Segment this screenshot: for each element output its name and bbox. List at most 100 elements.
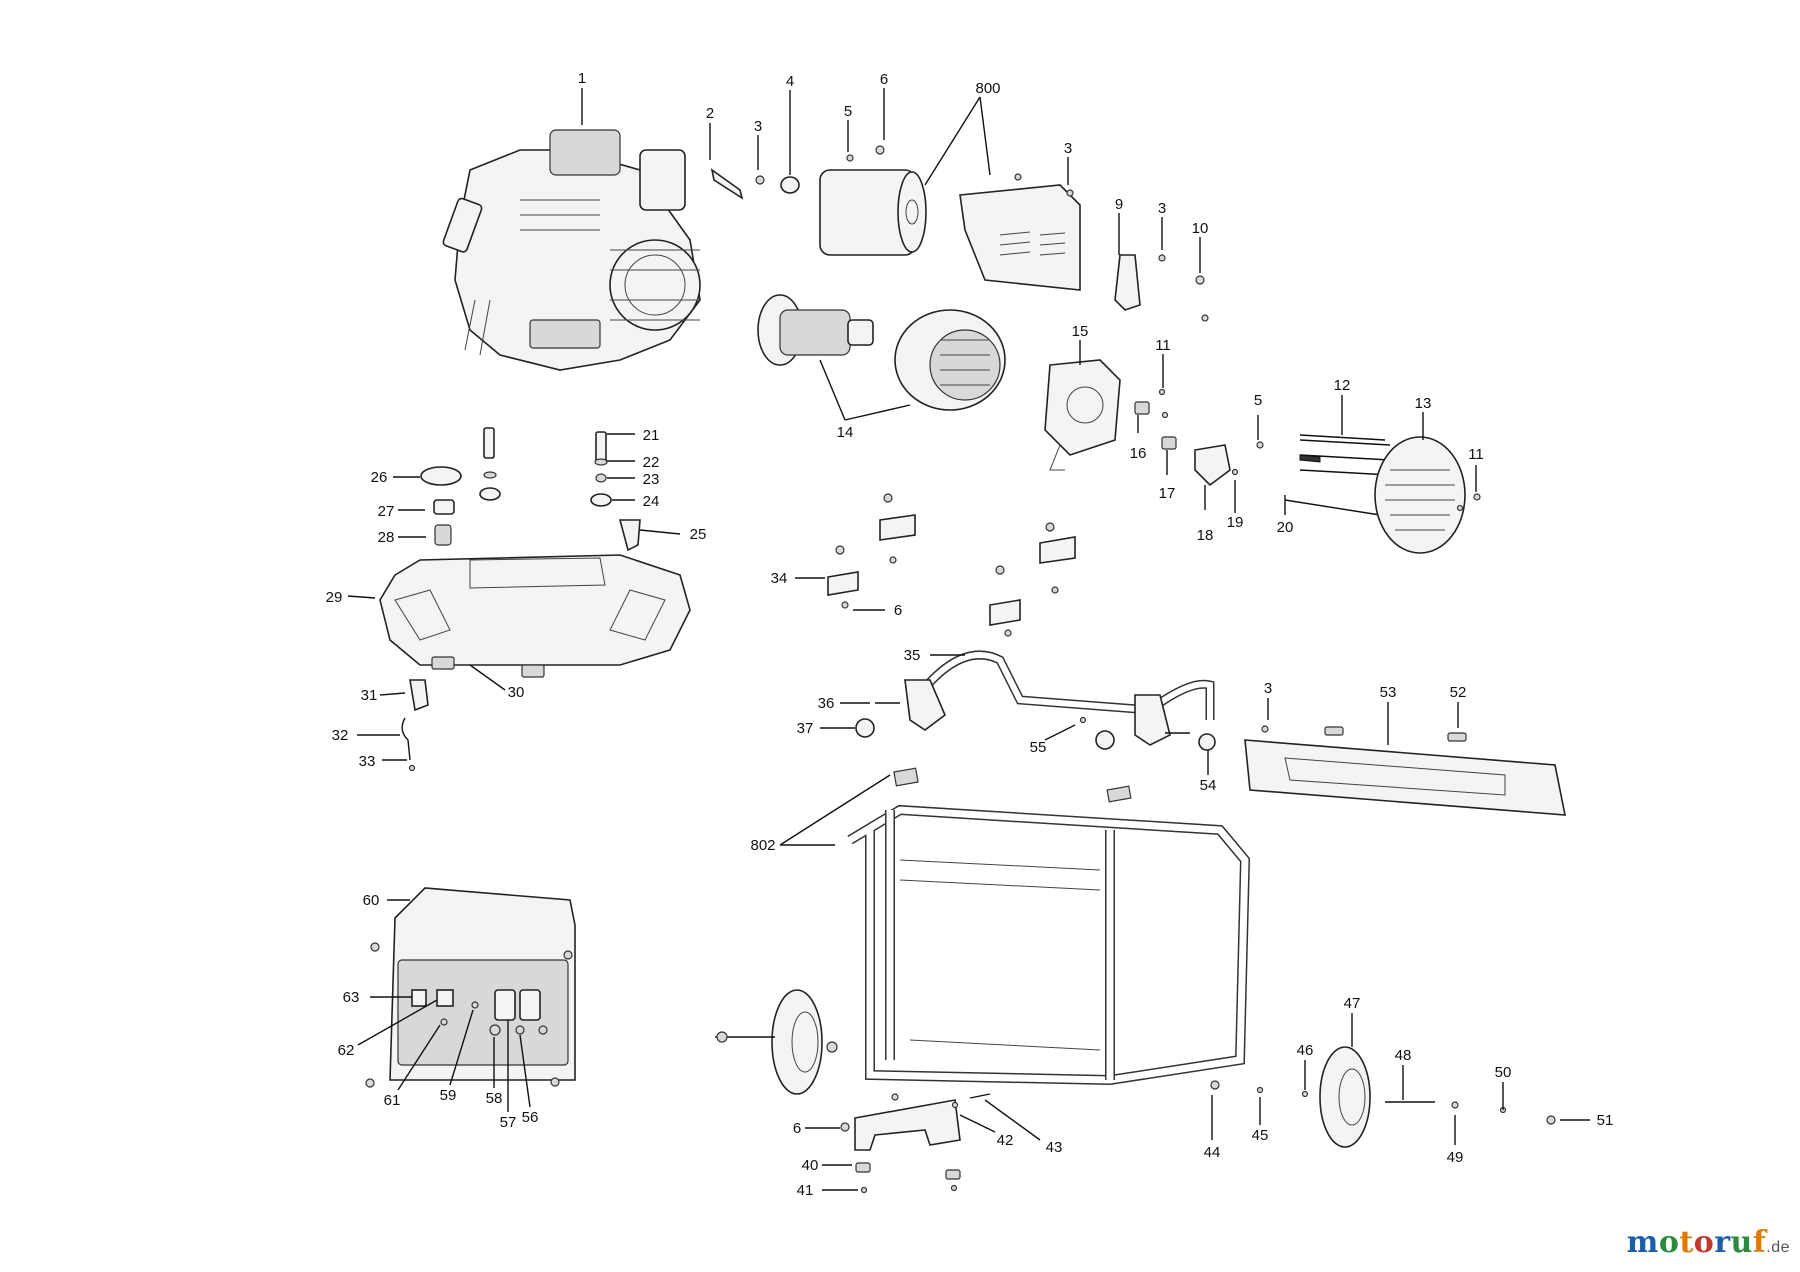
callout-14: 14 bbox=[837, 424, 854, 441]
callout-18: 18 bbox=[1197, 527, 1214, 544]
callout-60: 60 bbox=[363, 892, 380, 909]
callout-11: 11 bbox=[1468, 446, 1484, 463]
callout-31: 31 bbox=[361, 687, 378, 704]
callout-54: 54 bbox=[1200, 777, 1217, 794]
watermark-letter: r bbox=[1714, 1225, 1731, 1260]
callout-50: 50 bbox=[1495, 1064, 1512, 1081]
callout-24: 24 bbox=[643, 493, 660, 510]
callout-17: 17 bbox=[1159, 485, 1176, 502]
watermark-letter: m bbox=[1626, 1225, 1659, 1260]
callout-41: 41 bbox=[797, 1182, 814, 1199]
callout-25: 25 bbox=[690, 526, 707, 543]
callout-59: 59 bbox=[440, 1087, 457, 1104]
watermark-letter: t bbox=[1679, 1225, 1694, 1260]
callout-47: 47 bbox=[1344, 995, 1361, 1012]
callout-5: 5 bbox=[1254, 392, 1262, 409]
callout-27: 27 bbox=[378, 503, 395, 520]
callout-63: 63 bbox=[343, 989, 360, 1006]
callout-35: 35 bbox=[904, 647, 921, 664]
frame-part bbox=[847, 804, 1251, 1086]
callout-43: 43 bbox=[1046, 1139, 1063, 1156]
callout-26: 26 bbox=[371, 469, 388, 486]
watermark-letter: o bbox=[1658, 1225, 1680, 1260]
callout-44: 44 bbox=[1204, 1144, 1221, 1161]
callout-40: 40 bbox=[802, 1157, 819, 1174]
callout-9: 9 bbox=[1115, 196, 1123, 213]
control-panel-part bbox=[389, 887, 576, 1081]
callout-6: 6 bbox=[894, 602, 902, 619]
callout-4: 4 bbox=[786, 73, 794, 90]
callout-6: 6 bbox=[793, 1120, 801, 1137]
watermark-text: motoruf bbox=[1627, 1225, 1767, 1260]
callout-55: 55 bbox=[1030, 739, 1047, 756]
watermark-suffix: .de bbox=[1766, 1239, 1790, 1256]
callout-37: 37 bbox=[797, 720, 814, 737]
foot-part bbox=[854, 1099, 961, 1151]
callout-15: 15 bbox=[1072, 323, 1089, 340]
callout-22: 22 bbox=[643, 454, 660, 471]
callout-23: 23 bbox=[643, 471, 660, 488]
callout-21: 21 bbox=[643, 427, 660, 444]
callout-36: 36 bbox=[818, 695, 835, 712]
callout-20: 20 bbox=[1277, 519, 1294, 536]
engine-part bbox=[442, 129, 701, 371]
callout-5: 5 bbox=[844, 103, 852, 120]
callout-28: 28 bbox=[378, 529, 395, 546]
fuel-tank-part bbox=[379, 554, 691, 666]
callout-33: 33 bbox=[359, 753, 376, 770]
bracket-part bbox=[710, 168, 744, 200]
callout-48: 48 bbox=[1395, 1047, 1412, 1064]
end-cover-part bbox=[1374, 436, 1466, 554]
callout-16: 16 bbox=[1130, 445, 1147, 462]
callout-61: 61 bbox=[384, 1092, 401, 1109]
callout-2: 2 bbox=[706, 105, 714, 122]
rotor-part bbox=[757, 294, 874, 366]
callout-52: 52 bbox=[1450, 684, 1467, 701]
callout-3: 3 bbox=[1064, 140, 1072, 157]
callout-1: 1 bbox=[578, 70, 586, 87]
callout-6: 6 bbox=[880, 71, 888, 88]
heat-shield-part bbox=[959, 184, 1081, 291]
stator-part bbox=[894, 309, 1006, 411]
wheel-left-part bbox=[715, 989, 838, 1095]
muffler-part bbox=[819, 169, 927, 256]
callout-53: 53 bbox=[1380, 684, 1397, 701]
callout-58: 58 bbox=[486, 1090, 503, 1107]
callout-802: 802 bbox=[750, 837, 775, 854]
watermark-logo: motoruf.de bbox=[1627, 1225, 1790, 1260]
support-bracket-part bbox=[1114, 254, 1141, 311]
callout-29: 29 bbox=[326, 589, 343, 606]
callout-13: 13 bbox=[1415, 395, 1432, 412]
callout-42: 42 bbox=[997, 1132, 1014, 1149]
watermark-letter: o bbox=[1693, 1225, 1715, 1260]
wheel-right-part bbox=[1319, 1046, 1435, 1148]
callout-62: 62 bbox=[338, 1042, 355, 1059]
callout-57: 57 bbox=[500, 1114, 517, 1131]
callout-32: 32 bbox=[332, 727, 349, 744]
callout-3: 3 bbox=[754, 118, 762, 135]
callout-30: 30 bbox=[508, 684, 525, 701]
callout-51: 51 bbox=[1597, 1112, 1614, 1129]
callout-labels: 1 2 3 4 5 6 800 3 9 3 10 15 11 14 16 17 … bbox=[326, 70, 1614, 1199]
watermark-letter: u bbox=[1730, 1225, 1753, 1260]
end-bracket-part bbox=[1044, 359, 1121, 471]
callout-56: 56 bbox=[522, 1109, 539, 1126]
callout-3: 3 bbox=[1158, 200, 1166, 217]
gasket-part bbox=[780, 176, 800, 194]
callout-800: 800 bbox=[975, 80, 1000, 97]
callout-45: 45 bbox=[1252, 1127, 1269, 1144]
callout-11: 11 bbox=[1155, 337, 1171, 354]
callout-3: 3 bbox=[1264, 680, 1272, 697]
callout-12: 12 bbox=[1334, 377, 1351, 394]
callout-10: 10 bbox=[1192, 220, 1209, 237]
callout-49: 49 bbox=[1447, 1149, 1464, 1166]
handle-part bbox=[904, 650, 1215, 746]
callout-19: 19 bbox=[1227, 514, 1244, 531]
callout-34: 34 bbox=[771, 570, 788, 587]
front-panel-part bbox=[1244, 739, 1566, 816]
watermark-letter: f bbox=[1752, 1225, 1767, 1260]
callout-46: 46 bbox=[1297, 1042, 1314, 1059]
nut-part bbox=[755, 175, 765, 185]
